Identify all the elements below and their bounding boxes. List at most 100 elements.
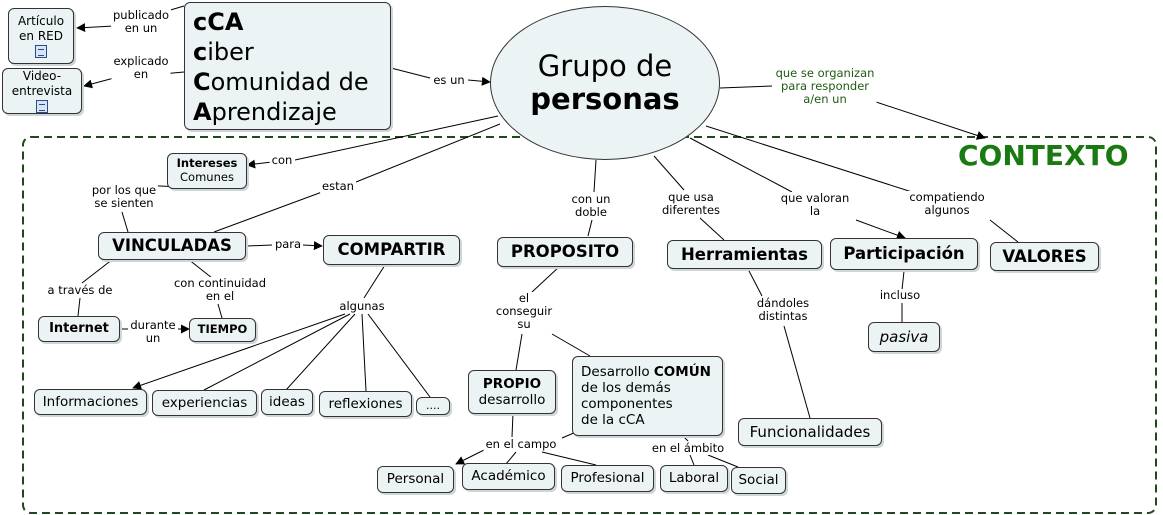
link-conundoble-proposito (587, 219, 593, 237)
concept-compartir[interactable]: COMPARTIR (323, 235, 460, 265)
link-campo-personal (455, 449, 485, 465)
link-label-en-el-campo: en el campo (483, 437, 559, 452)
cca-line-2: ciber (193, 38, 254, 66)
concept-laboral[interactable]: Laboral (660, 465, 728, 492)
link-center-con (294, 115, 499, 161)
link-propio-campo (511, 412, 514, 438)
link-ambito-laboral (689, 454, 695, 466)
comun-rest: de los demás componentes de la cCA (581, 379, 673, 429)
cca-line-4: Aprendizaje (193, 98, 337, 126)
link-compartir-algunas (363, 264, 386, 299)
link-algunas-reflexiones (361, 313, 367, 392)
link-proposito-conseguir (531, 265, 561, 293)
link-label-durante: durante un (128, 318, 178, 346)
video-label: Video- entrevista (11, 69, 73, 98)
concept-articulo-en-red[interactable]: Artículo en RED (8, 8, 74, 64)
link-esun-center (467, 76, 491, 86)
document-icon[interactable] (35, 44, 47, 58)
link-quevaloran-participacion (855, 219, 906, 240)
document-icon[interactable] (36, 99, 48, 113)
link-algunas-experiencias (203, 313, 351, 391)
concept-propio-desarrollo[interactable]: PROPIO desarrollo (468, 370, 556, 414)
link-label-el-conseguir: el conseguir su (493, 291, 555, 332)
concept-internet[interactable]: Internet (38, 316, 120, 342)
concept-cca[interactable]: cCA ciber Comunidad de Aprendizaje (184, 2, 391, 130)
propio-rest: desarrollo (478, 392, 546, 408)
concept-participacion[interactable]: Participación (830, 238, 978, 270)
link-label-publicado: publicado en un (111, 8, 171, 36)
link-vinculadas-atraves (81, 258, 114, 284)
link-para-compartir (302, 241, 323, 251)
context-title: CONTEXTO (958, 139, 1129, 172)
center-concept-grupo-de-personas[interactable]: Grupo de personas (490, 6, 720, 160)
link-herramientas-dandoles (747, 268, 763, 297)
concept-informaciones[interactable]: Informaciones (34, 389, 147, 415)
concept-experiencias[interactable]: experiencias (152, 390, 257, 416)
link-center-estan (355, 123, 501, 183)
concept-funcionalidades[interactable]: Funcionalidades (738, 418, 882, 446)
concept-reflexiones[interactable]: reflexiones (319, 391, 412, 417)
link-center-queusa (653, 155, 685, 191)
link-conseguir-propio (515, 333, 523, 371)
link-label-en-el-ambito: en el ámbito (649, 441, 727, 456)
link-con-intereses (246, 159, 273, 169)
link-explicado-video (83, 77, 115, 89)
concept-ideas[interactable]: ideas (261, 389, 313, 415)
link-cca-esun (390, 67, 431, 79)
link-campo-profesional (541, 451, 597, 466)
link-label-dandoles: dándoles distintas (754, 296, 812, 324)
concept-proposito[interactable]: PROPOSITO (497, 237, 633, 267)
concept-personal[interactable]: Personal (377, 466, 454, 493)
link-label-por-los-que: por los que se sienten (89, 183, 159, 211)
link-atraves-internet (77, 297, 81, 317)
link-center-organizan (719, 85, 773, 89)
link-label-es-un: es un (431, 73, 467, 88)
concept-valores[interactable]: VALORES (990, 242, 1099, 271)
link-queusa-herramientas (699, 217, 725, 241)
link-center-conundoble (593, 159, 597, 193)
cca-line-1: cCA (193, 8, 244, 36)
link-label-con: con (269, 153, 295, 168)
concept-desarrollo-comun[interactable]: Desarrollo COMÚN de los demás componente… (572, 356, 723, 436)
link-center-quevaloran (689, 137, 793, 193)
link-label-que-usa: que usa diferentes (659, 190, 723, 218)
link-publicado-articulo (76, 23, 115, 33)
concept-social[interactable]: Social (731, 467, 786, 494)
concept-tiempo[interactable]: TIEMPO (189, 318, 256, 342)
concept-profesional[interactable]: Profesional (561, 465, 654, 492)
link-algunas-ideas (285, 313, 356, 391)
center-line2: personas (530, 82, 680, 116)
comun-first-line: Desarrollo COMÚN (581, 363, 711, 380)
concept-pasiva[interactable]: pasiva (868, 322, 940, 352)
link-ambito-social (707, 454, 739, 468)
propio-bold: PROPIO (482, 375, 542, 392)
link-label-continuidad: con continuidad en el (171, 276, 269, 304)
link-algunas-informaciones (132, 313, 346, 390)
link-label-que-valoran: que valoran la (778, 191, 852, 219)
concept-herramientas[interactable]: Herramientas (667, 240, 822, 269)
link-conseguir-comun (551, 333, 591, 357)
concept-ellipsis[interactable]: .... (416, 397, 450, 415)
link-algunas-dots (367, 313, 431, 398)
link-dandoles-funcionalidades (783, 325, 811, 419)
concept-video-entrevista[interactable]: Video- entrevista (2, 68, 82, 114)
link-vinculadas-para (246, 244, 273, 247)
link-label-compatiendo: compatiendo algunos (907, 190, 987, 218)
context-frame (22, 136, 1157, 514)
center-line1: Grupo de (537, 48, 673, 83)
concept-academico[interactable]: Académico (462, 463, 555, 490)
cca-line-3: Comunidad de (193, 68, 369, 96)
link-participacion-incluso (901, 270, 905, 291)
link-label-estan: estan (320, 179, 356, 194)
link-label-a-traves: a través de (45, 283, 115, 298)
link-comun-ambito (682, 435, 689, 442)
link-continuidad-tiempo (217, 303, 223, 319)
link-label-incluso: incluso (877, 288, 923, 303)
concept-intereses-comunes[interactable]: Intereses Comunes (167, 153, 247, 189)
link-label-organizan: que se organizan para responder a/en un (773, 66, 877, 107)
intereses-rest: Comunes (180, 170, 234, 184)
link-organizan-contexto (869, 99, 986, 140)
concept-vinculadas[interactable]: VINCULADAS (98, 232, 246, 260)
link-label-explicado: explicado en (111, 54, 171, 82)
